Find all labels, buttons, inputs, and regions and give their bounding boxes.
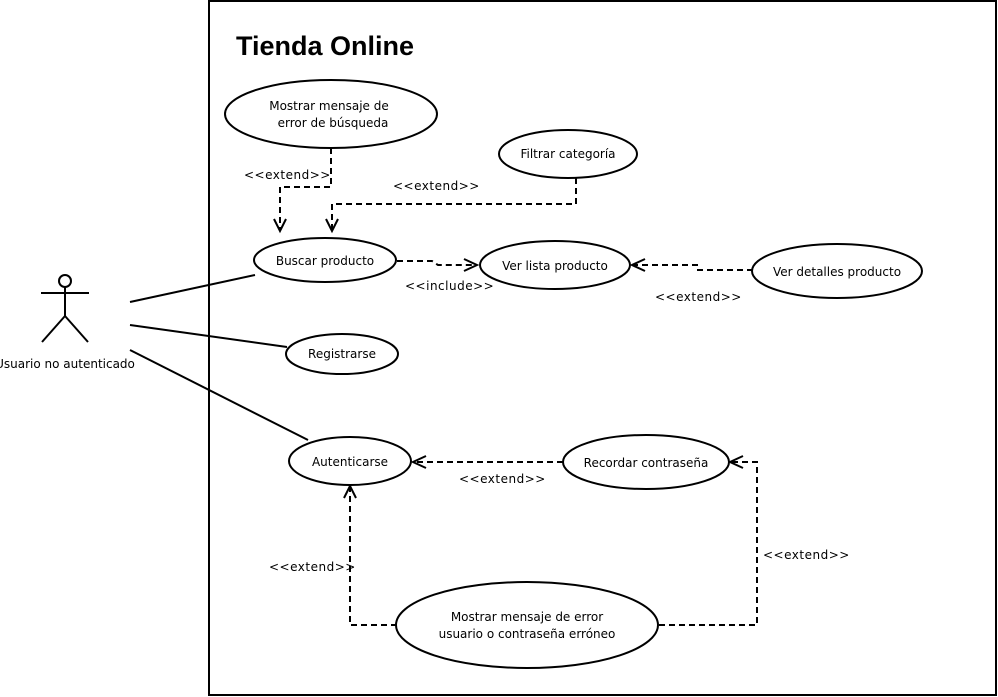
dep-buscar-ver-lista <box>397 260 477 266</box>
system-title: Tienda Online <box>236 31 414 61</box>
label-extend-error-busqueda: <<extend>> <box>244 168 331 182</box>
association-autenticarse <box>129 349 309 441</box>
label-extend-error-login-auth: <<extend>> <box>269 560 356 574</box>
use-case-label: Mostrar mensaje de <box>269 99 389 113</box>
dep-error-busqueda-buscar <box>279 148 332 231</box>
actor-left-leg <box>41 315 66 343</box>
use-case-label: Ver detalles producto <box>773 265 901 279</box>
arrowhead-ver-detalles <box>629 258 646 272</box>
actor-head <box>58 274 72 288</box>
label-extend-recordar: <<extend>> <box>459 472 546 486</box>
label-extend-filtrar: <<extend>> <box>393 179 480 193</box>
use-case-registrarse[interactable]: Registrarse <box>285 333 399 375</box>
arrowhead-error-busqueda <box>273 218 287 234</box>
use-case-label: Filtrar categoría <box>520 147 615 161</box>
label-extend-error-login-recordar: <<extend>> <box>763 548 850 562</box>
actor-right-leg <box>64 315 89 343</box>
use-case-label: error de búsqueda <box>278 116 389 130</box>
use-case-buscar-producto[interactable]: Buscar producto <box>253 237 397 283</box>
dep-ver-detalles-ver-lista <box>632 264 753 271</box>
use-case-ver-detalles-producto[interactable]: Ver detalles producto <box>751 243 923 299</box>
use-case-label: usuario o contraseña erróneo <box>439 627 616 641</box>
use-case-ver-lista-producto[interactable]: Ver lista producto <box>479 240 631 290</box>
label-include-ver-lista: <<include>> <box>405 279 494 293</box>
use-case-error-busqueda[interactable]: Mostrar mensaje de error de búsqueda <box>224 79 438 149</box>
use-case-label: Recordar contraseña <box>584 456 709 470</box>
use-case-label: Autenticarse <box>312 455 388 469</box>
dep-error-login-recordar <box>659 461 758 626</box>
use-case-autenticarse[interactable]: Autenticarse <box>288 436 412 486</box>
use-case-label: Mostrar mensaje de error <box>451 610 603 624</box>
dep-filtrar-buscar <box>331 178 577 231</box>
label-extend-ver-detalles: <<extend>> <box>655 290 742 304</box>
use-case-error-login[interactable]: Mostrar mensaje de error usuario o contr… <box>395 581 659 669</box>
use-case-filtrar-categoria[interactable]: Filtrar categoría <box>498 129 638 179</box>
actor-figure[interactable] <box>41 274 89 343</box>
actor-name: Usuario no autenticado <box>0 357 135 371</box>
arrowhead-include <box>463 258 480 272</box>
use-case-label: Registrarse <box>308 347 376 361</box>
use-case-label: Ver lista producto <box>502 259 608 273</box>
use-case-label: Buscar producto <box>276 254 374 268</box>
use-case-recordar-contrasena[interactable]: Recordar contraseña <box>562 434 730 490</box>
dep-error-login-autenticarse <box>349 486 397 626</box>
arrowhead-recordar <box>410 455 427 469</box>
association-buscar <box>129 274 256 303</box>
arrowhead-filtrar <box>325 218 339 234</box>
association-registrarse <box>129 324 288 348</box>
